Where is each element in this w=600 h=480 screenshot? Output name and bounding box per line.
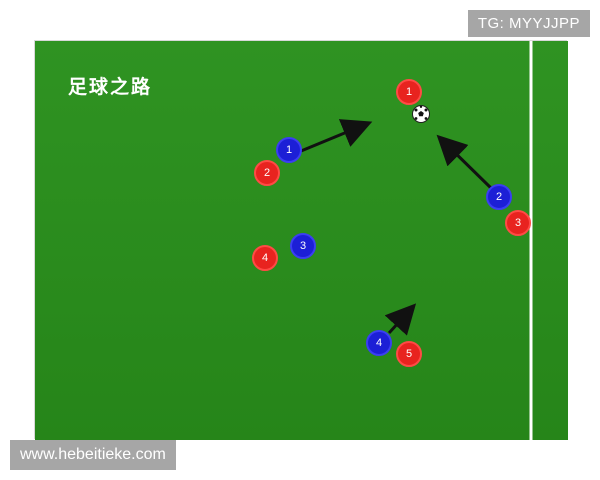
red-player-3: 3 (505, 210, 531, 236)
blue-player-3: 3 (290, 233, 316, 259)
pitch-drawing (35, 41, 568, 440)
blue-player-4: 4 (366, 330, 392, 356)
run-arrow-blue-4 (384, 303, 417, 336)
diagram-title: 足球之路 (68, 76, 153, 98)
soccer-ball-icon (412, 105, 430, 123)
soccer-ball-pattern (414, 105, 428, 120)
red-player-5: 5 (396, 341, 422, 367)
red-player-4: 4 (252, 245, 278, 271)
blue-player-1: 1 (276, 137, 302, 163)
red-player-2: 2 (254, 160, 280, 186)
run-arrow-blue-1 (300, 119, 373, 153)
watermark-bottom-left: www.hebeitieke.com (10, 440, 176, 470)
run-arrow-blue-2 (436, 134, 495, 192)
blue-player-2: 2 (486, 184, 512, 210)
watermark-top-right: TG: MYYJJPP (467, 10, 590, 37)
red-player-1: 1 (396, 79, 422, 105)
football-pitch (34, 40, 568, 440)
